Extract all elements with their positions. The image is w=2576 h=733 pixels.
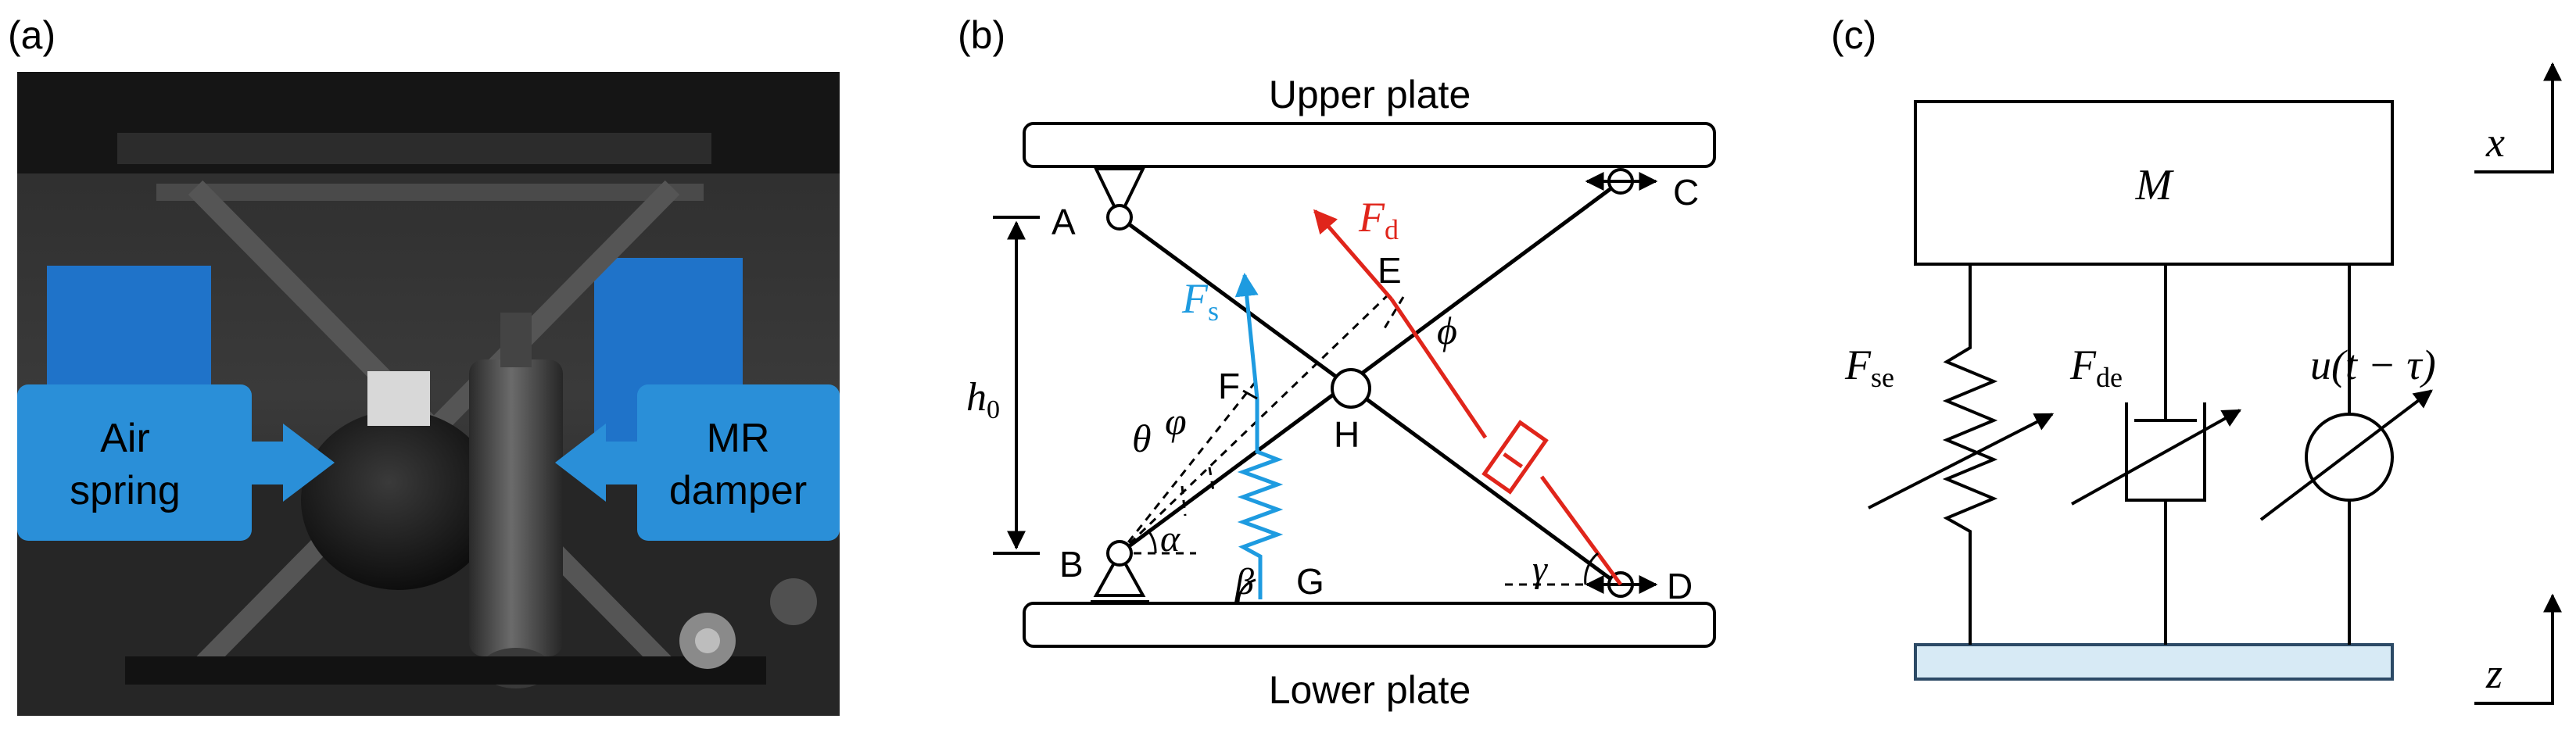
panel-c-tag: (c) bbox=[1831, 13, 1876, 57]
point-g: G bbox=[1296, 561, 1324, 602]
link-a-d bbox=[1118, 215, 1620, 587]
panel-b-tag: (b) bbox=[958, 13, 1005, 57]
h0-label: h0 bbox=[966, 375, 1000, 424]
x-axis-label: x bbox=[2485, 119, 2505, 166]
fs-label: Fs bbox=[1181, 275, 1219, 327]
x-axis-indicator bbox=[2474, 62, 2562, 173]
lower-plate-label: Lower plate bbox=[1269, 668, 1471, 712]
spring-element bbox=[1234, 273, 1284, 599]
panel-a-tag: (a) bbox=[8, 13, 56, 57]
mass-label: M bbox=[2135, 161, 2175, 209]
point-b: B bbox=[1059, 544, 1084, 585]
point-h: H bbox=[1334, 414, 1360, 455]
link-b-c bbox=[1118, 179, 1622, 556]
joints bbox=[1093, 167, 1634, 598]
construction-lines bbox=[1118, 291, 1618, 586]
angle-arcs bbox=[1146, 529, 1599, 602]
fd-arrow bbox=[1313, 209, 1393, 301]
mr-damper-label-2: damper bbox=[669, 468, 807, 513]
air-spring-callout: Air spring bbox=[17, 384, 335, 541]
damper-element bbox=[1313, 209, 1623, 586]
air-spring-label-1: Air bbox=[100, 416, 150, 461]
z-axis-indicator bbox=[2474, 593, 2562, 705]
fs-arrow bbox=[1234, 273, 1259, 399]
mr-damper-label-1: MR bbox=[707, 416, 770, 461]
point-d: D bbox=[1667, 566, 1693, 606]
angle-alpha: α bbox=[1160, 518, 1181, 560]
point-c: C bbox=[1673, 172, 1699, 213]
point-e: E bbox=[1378, 250, 1402, 291]
mass-block bbox=[1914, 100, 2394, 266]
point-f: F bbox=[1218, 366, 1240, 406]
angle-varphi: φ bbox=[1165, 399, 1187, 443]
fd-label: Fd bbox=[1358, 194, 1399, 245]
upper-plate-label: Upper plate bbox=[1269, 73, 1471, 116]
h0-dimension bbox=[993, 216, 1040, 555]
angle-phi: ϕ bbox=[1437, 309, 1457, 352]
panel-a: (a) bbox=[8, 13, 840, 716]
z-axis-label: z bbox=[2485, 650, 2503, 697]
fse-label: Fse bbox=[1844, 341, 1894, 393]
mr-damper-callout: MR damper bbox=[555, 384, 840, 541]
point-a: A bbox=[1052, 202, 1076, 242]
lower-plate bbox=[1023, 602, 1716, 648]
upper-plate bbox=[1023, 122, 1716, 168]
angle-theta: θ bbox=[1132, 417, 1152, 460]
base-plate bbox=[1914, 643, 2394, 681]
variable-spring bbox=[1868, 264, 2055, 645]
panel-b: (b) Upper plate Lower plate bbox=[958, 13, 1716, 712]
fde-label: Fde bbox=[2069, 341, 2123, 393]
air-spring-label-2: spring bbox=[70, 468, 181, 513]
variable-damper bbox=[2071, 264, 2242, 645]
actuator bbox=[2259, 264, 2433, 645]
angle-gamma: γ bbox=[1532, 549, 1548, 590]
panel-c: (c) M Fse Fde u(t − τ) bbox=[1831, 13, 2562, 705]
joint-h bbox=[1331, 368, 1371, 409]
angle-beta: β bbox=[1234, 561, 1254, 602]
actuator-label: u(t − τ) bbox=[2310, 341, 2436, 388]
